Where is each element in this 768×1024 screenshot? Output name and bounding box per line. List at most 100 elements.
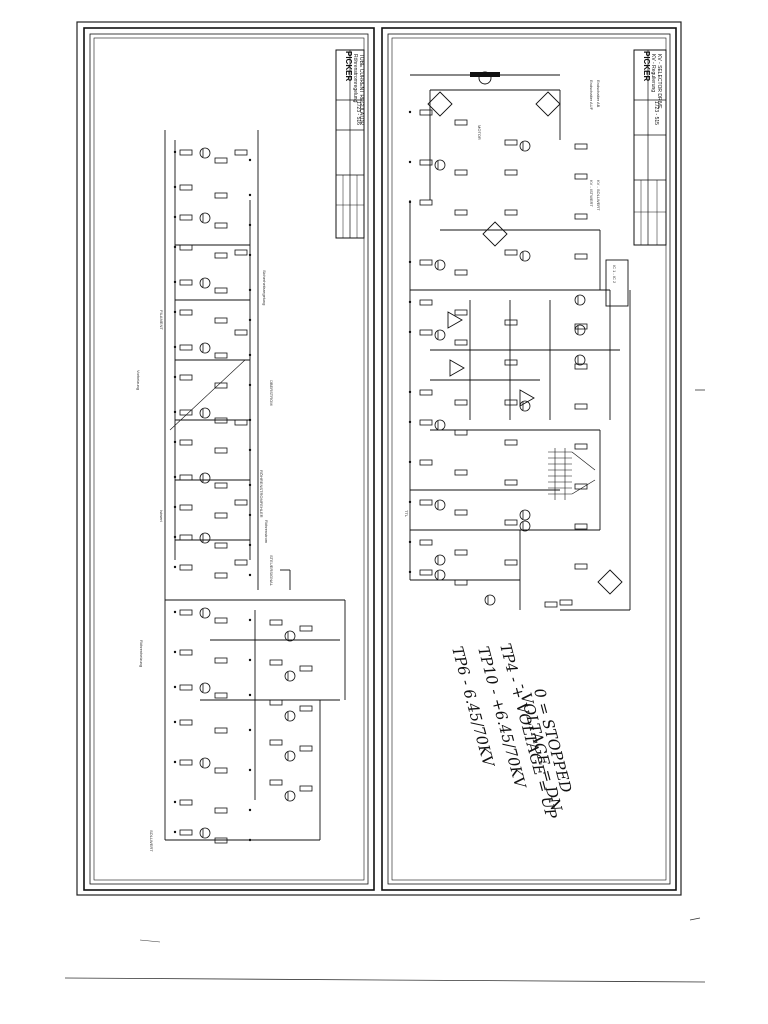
resistor <box>214 192 228 199</box>
resistor <box>574 323 588 330</box>
resistor <box>504 249 518 256</box>
transistor <box>434 259 446 271</box>
resistor <box>214 512 228 519</box>
resistor <box>214 317 228 324</box>
junction-dot <box>248 693 252 697</box>
label-preheat: Vorheizung <box>136 370 141 390</box>
left-components <box>173 147 313 844</box>
resistor <box>179 344 193 351</box>
label-kv-sense: KV - ISTWERT <box>589 180 594 207</box>
resistor <box>419 569 433 576</box>
label-safety-reg: Sicherheitsregelung <box>262 270 267 305</box>
transistor <box>519 509 531 521</box>
junction-dot <box>248 318 252 322</box>
junction-dot <box>173 565 177 569</box>
resistor <box>419 159 433 166</box>
label-tube-current-fault: RÖHRENSTROMFEHLER <box>259 470 264 518</box>
transistor <box>284 670 296 682</box>
resistor <box>214 572 228 579</box>
junction-dot <box>408 200 412 204</box>
resistor <box>574 403 588 410</box>
resistor <box>504 439 518 446</box>
resistor <box>179 149 193 156</box>
label-ic: IC 1 - IC 2 <box>612 265 617 284</box>
resistor <box>574 173 588 180</box>
junction-dot <box>173 685 177 689</box>
right-components <box>408 109 588 608</box>
resistor <box>454 549 468 556</box>
junction-dot <box>408 110 412 114</box>
resistor <box>214 482 228 489</box>
junction-dot <box>173 185 177 189</box>
transistor <box>519 520 531 532</box>
resistor <box>179 719 193 726</box>
resistor <box>419 499 433 506</box>
resistor <box>574 563 588 570</box>
resistor <box>574 443 588 450</box>
resistor <box>214 767 228 774</box>
transistor <box>519 140 531 152</box>
junction-dot <box>408 420 412 424</box>
resistor <box>299 745 313 752</box>
resistor <box>214 252 228 259</box>
junction-dot <box>408 260 412 264</box>
junction-dot <box>248 573 252 577</box>
resistor <box>214 617 228 624</box>
resistor <box>419 329 433 336</box>
right-drawing-no: 1723 - 515 <box>653 101 659 125</box>
resistor <box>179 184 193 191</box>
resistor <box>179 649 193 656</box>
junction-dot <box>248 158 252 162</box>
resistor <box>419 419 433 426</box>
junction-dot <box>248 288 252 292</box>
left-drawing-no: 1723 - 516 <box>355 101 361 125</box>
resistor <box>214 727 228 734</box>
junction-dot <box>173 150 177 154</box>
transistor <box>519 250 531 262</box>
resistor <box>179 409 193 416</box>
resistor <box>299 785 313 792</box>
transistor <box>199 277 211 289</box>
label-limit-down: Endschalter AB <box>596 80 601 108</box>
transistor <box>199 147 211 159</box>
resistor <box>234 249 248 256</box>
resistor <box>454 169 468 176</box>
junction-dot <box>173 800 177 804</box>
transistor <box>434 569 446 581</box>
resistor <box>179 504 193 511</box>
resistor <box>419 259 433 266</box>
resistor <box>214 542 228 549</box>
resistor <box>454 469 468 476</box>
transistor <box>199 682 211 694</box>
junction-dot <box>408 460 412 464</box>
resistor <box>504 559 518 566</box>
resistor <box>419 459 433 466</box>
resistor <box>269 779 283 786</box>
label-ttl: TTL <box>404 510 409 518</box>
transistor <box>519 400 531 412</box>
junction-dot <box>173 310 177 314</box>
junction-dot <box>248 808 252 812</box>
resistor <box>419 199 433 206</box>
left-sheet-frame <box>83 27 375 891</box>
junction-dot <box>173 720 177 724</box>
resistor <box>504 359 518 366</box>
resistor <box>559 599 573 606</box>
resistor <box>179 279 193 286</box>
transistor <box>199 757 211 769</box>
handwritten-notes: TP6 - 6.45/70KV TP10 - +6.45/70KV TP4 - … <box>448 641 575 821</box>
resistor <box>214 692 228 699</box>
right-labels: MOTOR Endschalter AUF Endschalter AB KV … <box>404 80 601 518</box>
resistor <box>269 699 283 706</box>
transistor <box>434 329 446 341</box>
resistor <box>504 479 518 486</box>
junction-dot <box>408 390 412 394</box>
label-tube-filament: Röhrenheizung <box>139 640 144 667</box>
transistor <box>199 212 211 224</box>
right-sheet-frame <box>381 27 677 891</box>
resistor <box>214 657 228 664</box>
resistor <box>504 399 518 406</box>
junction-dot <box>248 543 252 547</box>
resistor <box>299 665 313 672</box>
